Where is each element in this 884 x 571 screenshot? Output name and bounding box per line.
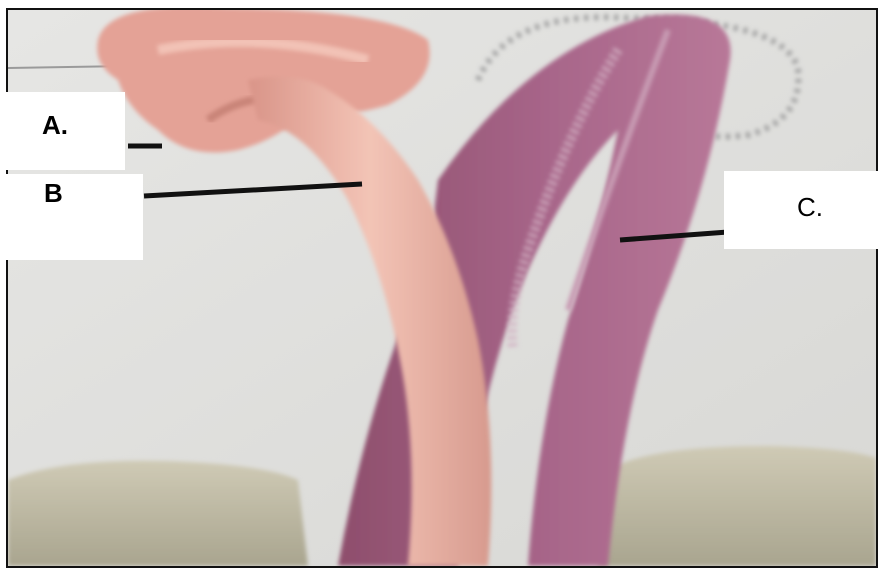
anatomical-illustration — [8, 10, 876, 566]
basal-tissue-left — [8, 461, 308, 566]
label-b-box: B — [2, 174, 143, 260]
label-b-text: B — [44, 178, 63, 209]
label-a-box: A. — [2, 92, 125, 170]
label-c-box: C. — [724, 171, 884, 249]
label-a-text: A. — [42, 110, 68, 141]
figure-frame — [6, 8, 878, 568]
basal-tissue-right — [598, 446, 876, 566]
label-c-text: C. — [797, 192, 823, 223]
